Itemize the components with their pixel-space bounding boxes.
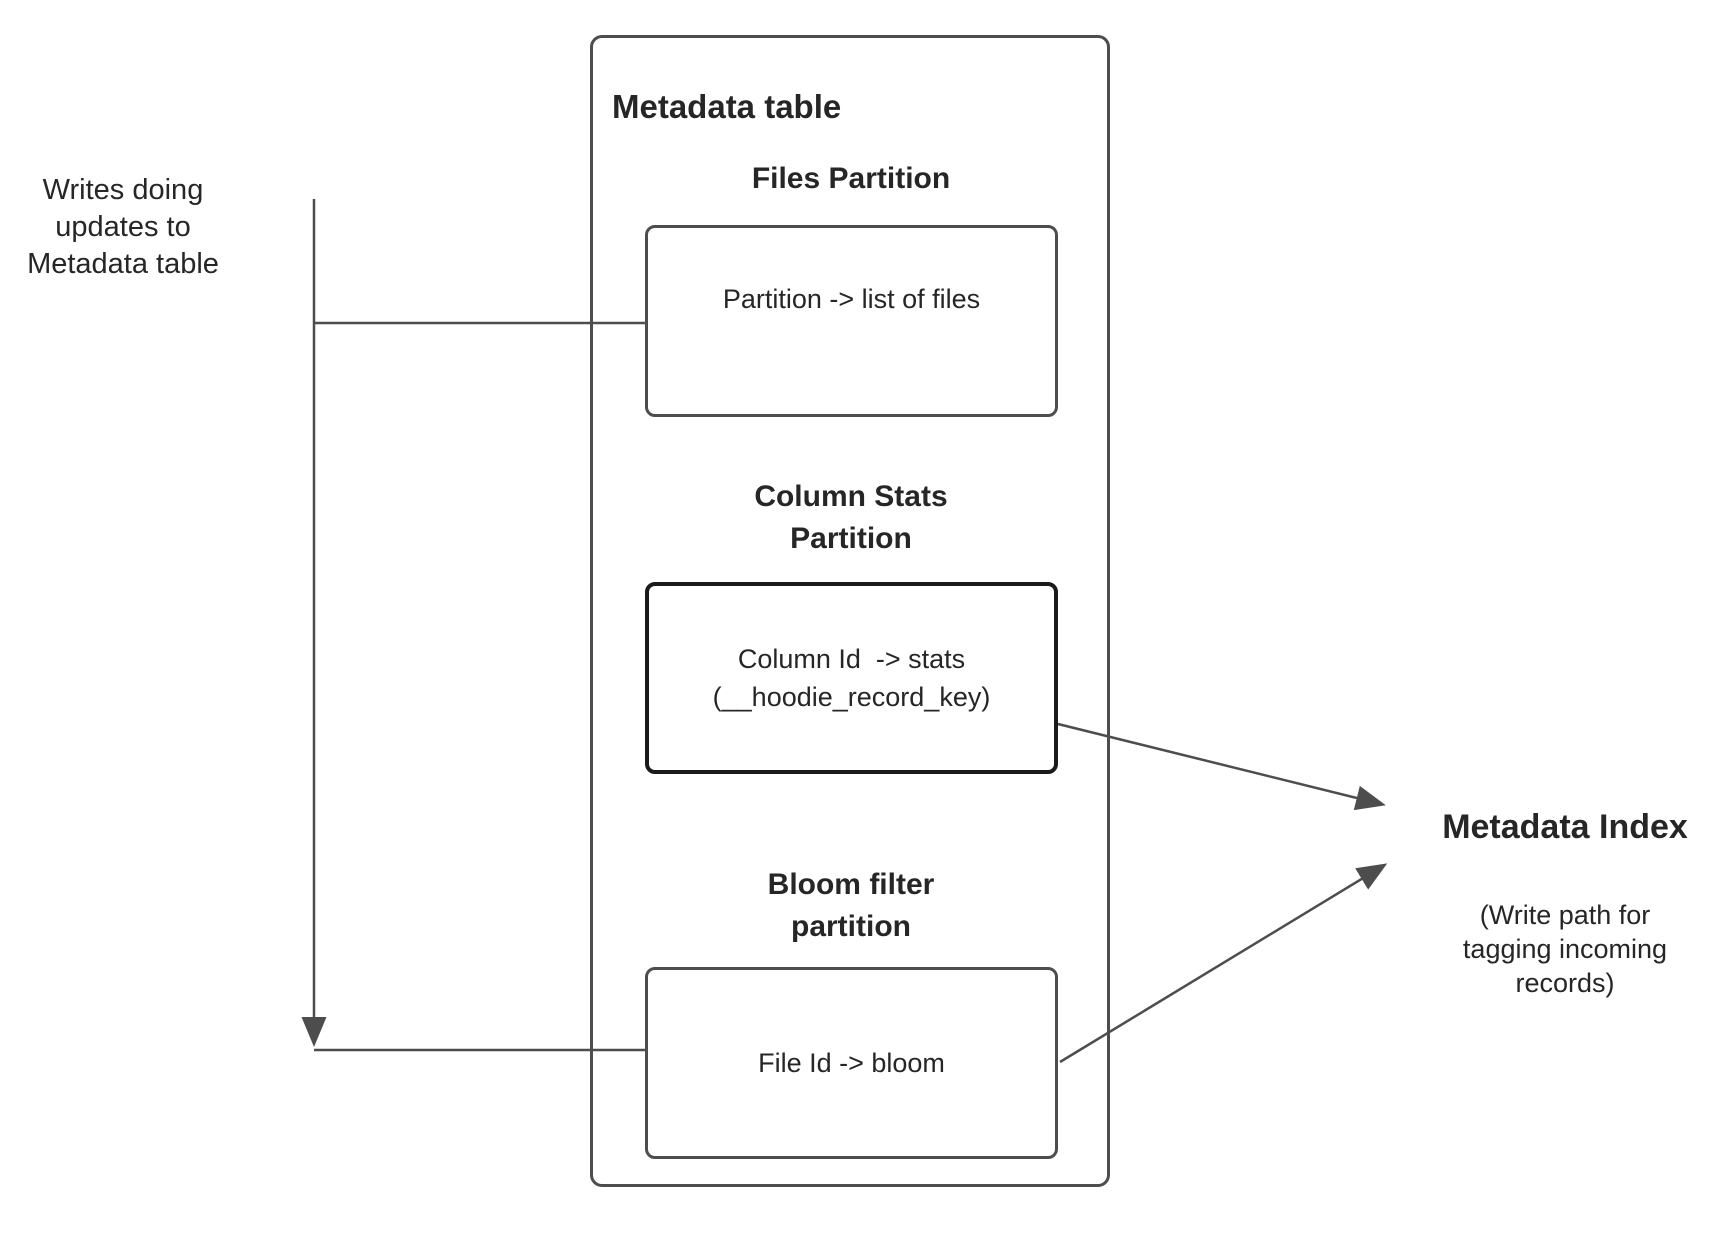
metadata-index-subtitle-line: (Write path for	[1479, 900, 1651, 930]
writes-note-line: Metadata table	[27, 248, 219, 280]
files-partition-label: Partition -> list of files	[722, 284, 981, 314]
writes-note: Writes doing updates to Metadata table	[8, 172, 238, 283]
column-stats-heading: Column Stats Partition	[645, 476, 1057, 560]
files-partition-box: Partition -> list of files	[645, 225, 1058, 417]
metadata-index-subtitle-line: tagging incoming	[1462, 934, 1668, 964]
files-partition-heading: Files Partition	[751, 162, 951, 195]
column-stats-label: Column Id -> stats	[737, 644, 966, 674]
column-stats-heading-line: Column Stats	[754, 480, 948, 513]
bloom-filter-box: File Id -> bloom	[645, 967, 1058, 1159]
bloom-filter-heading-line: Bloom filter	[767, 868, 935, 901]
column-stats-box: Column Id -> stats (__hoodie_record_key)	[645, 582, 1058, 774]
column-stats-heading-line: Partition	[790, 522, 912, 555]
metadata-index-subtitle-line: records)	[1515, 968, 1615, 998]
bloom-filter-label: File Id -> bloom	[758, 1048, 945, 1078]
bloom-filter-heading: Bloom filter partition	[645, 864, 1057, 948]
bloom-filter-heading-line: partition	[791, 910, 911, 943]
metadata-table-container	[590, 35, 1110, 1187]
column-stats-key-label: (__hoodie_record_key)	[712, 682, 991, 712]
writes-note-line: Writes doing	[42, 174, 204, 206]
writes-note-line: updates to	[55, 211, 191, 243]
metadata-index-title: Metadata Index	[1442, 808, 1688, 846]
metadata-index-subtitle: (Write path for tagging incoming records…	[1390, 898, 1718, 1000]
metadata-table-title: Metadata table	[612, 88, 842, 125]
